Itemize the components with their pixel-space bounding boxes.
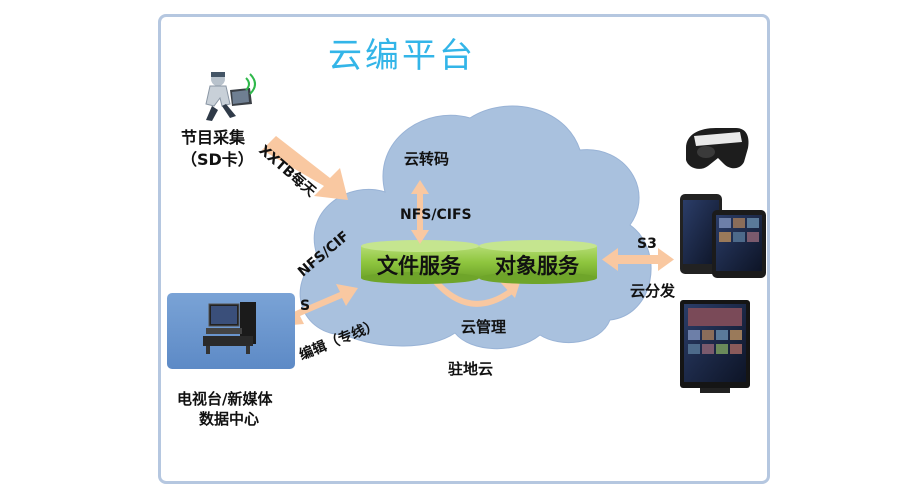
onsite-cloud-label: 驻地云 [448,360,494,378]
page-title: 云编平台 [328,36,476,76]
transcode-label: 云转码 [404,150,450,168]
station-protocol-line2: S [300,298,311,314]
source-label-line1: 节目采集 [181,128,246,147]
distribution-protocol-label: S3 [637,236,657,252]
tv-monitor-icon [680,300,750,393]
distribution-arrow [602,248,674,271]
platform-frame [158,14,770,484]
cloud-shape [299,105,652,350]
protocol-label: NFS/CIFS [400,207,472,223]
vr-headset-icon [686,128,749,169]
person-with-laptop-icon [205,72,256,121]
station-label-line2: 数据中心 [199,410,260,428]
file-service-bar [361,240,479,284]
tablet-icon [680,194,766,278]
management-label: 云管理 [461,318,507,336]
edit-arrow [280,284,358,326]
distribution-label: 云分发 [630,282,676,300]
workstation-icon [203,302,256,354]
source-label-line2: （SD卡） [181,150,254,169]
ingest-arrow [262,136,348,200]
object-service-bar [479,240,597,284]
station-label-line1: 电视台/新媒体 [177,390,273,408]
object-service-label: 对象服务 [495,254,579,278]
transcode-arrow [411,180,429,244]
file-service-label: 文件服务 [377,254,461,278]
